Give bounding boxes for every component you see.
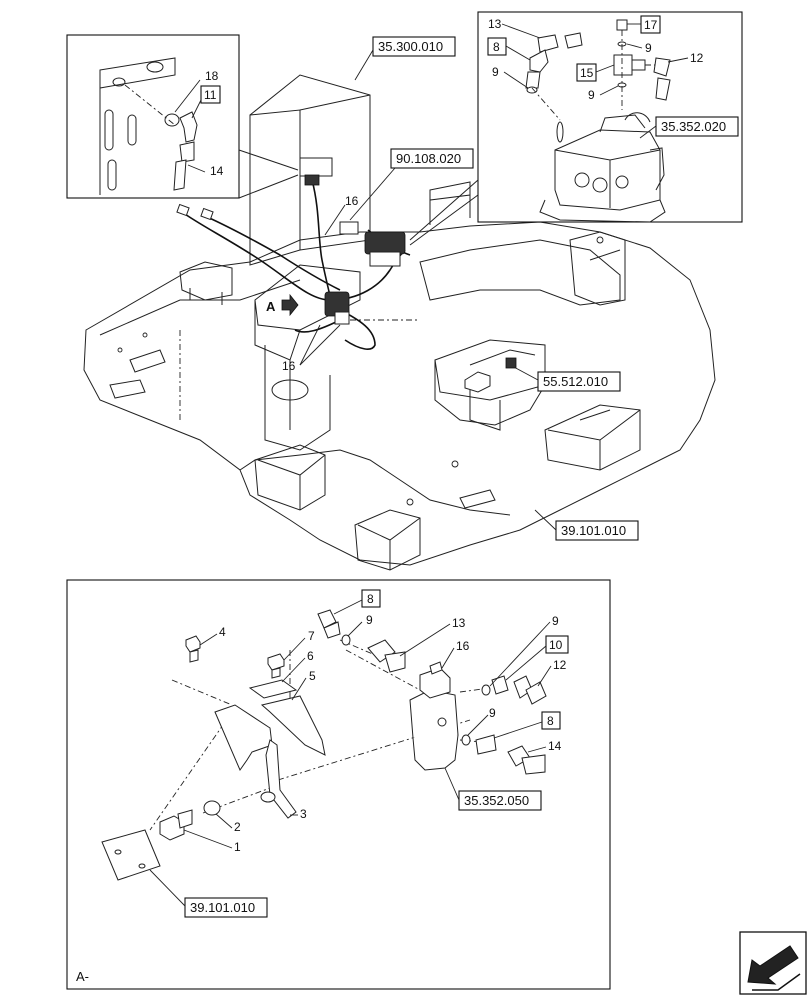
svg-text:55.512.010: 55.512.010 (543, 374, 608, 389)
svg-text:7: 7 (308, 629, 315, 643)
ref-39-101-010-detail[interactable]: 39.101.010 (184, 897, 268, 918)
navigation-arrow-icon[interactable] (739, 931, 807, 995)
o-ring-9-mid (461, 734, 471, 746)
plug-17 (616, 19, 628, 31)
svg-text:16: 16 (456, 639, 470, 653)
elbow-fitting-11 (179, 111, 198, 143)
ref-35-352-020[interactable]: 35.352.020 (655, 116, 739, 137)
svg-text:6: 6 (307, 649, 314, 663)
detail-callouts: 4 7 6 5 8 9 13 16 9 10 12 9 8 14 3 2 (183, 589, 569, 854)
svg-text:5: 5 (309, 669, 316, 683)
callout-17: 17 (644, 18, 658, 32)
view-arrow-label: A (266, 299, 276, 314)
detail-view-label: A- (76, 969, 89, 984)
callout-13: 13 (488, 17, 502, 31)
ref-90-108-020[interactable]: 90.108.020 (390, 148, 474, 169)
svg-text:39.101.010: 39.101.010 (190, 900, 255, 915)
hose-assembly (176, 174, 411, 350)
callout-15: 15 (580, 66, 594, 80)
bolt-4 (185, 635, 201, 653)
washer-2 (203, 800, 221, 816)
callout-9-b: 9 (492, 65, 499, 79)
elbow-fitting-8 (529, 49, 549, 73)
svg-text:2: 2 (234, 820, 241, 834)
inset-left: 18 11 14 (66, 34, 299, 199)
tee-fitting-15 (613, 54, 633, 76)
fitting-10 (491, 675, 509, 695)
ref-39-101-010-main[interactable]: 39.101.010 (555, 520, 639, 541)
o-ring-9-top (341, 634, 351, 646)
callout-16-bottom: 16 (282, 359, 296, 373)
view-arrow-icon (281, 293, 299, 317)
svg-text:12: 12 (553, 658, 567, 672)
bolt-7 (267, 653, 285, 671)
svg-text:9: 9 (552, 614, 559, 628)
fitting-8-top (317, 609, 337, 629)
o-ring-9-right (481, 684, 491, 696)
svg-text:35.352.020: 35.352.020 (661, 119, 726, 134)
svg-text:35.300.010: 35.300.010 (378, 39, 443, 54)
hose-end-14 (173, 159, 187, 191)
o-ring-18 (164, 113, 180, 127)
callout-11: 11 (204, 88, 217, 102)
fitting-8-mid (475, 734, 497, 755)
svg-text:39.101.010: 39.101.010 (561, 523, 626, 538)
svg-text:14: 14 (548, 739, 562, 753)
callout-14: 14 (210, 164, 224, 178)
plate-5 (260, 695, 326, 756)
callout-16-top: 16 (345, 194, 359, 208)
detail-view-frame (66, 579, 611, 990)
callout-8: 8 (493, 40, 500, 54)
machine-frame (83, 74, 716, 571)
ref-55-512-010[interactable]: 55.512.010 (537, 371, 621, 392)
washer-6 (248, 679, 298, 699)
detail-view-parts (101, 609, 547, 881)
mounting-plate (101, 829, 161, 881)
bracket-3 (214, 704, 273, 772)
svg-text:4: 4 (219, 625, 226, 639)
svg-text:9: 9 (489, 706, 496, 720)
svg-text:1: 1 (234, 840, 241, 854)
hose-13-top (537, 34, 559, 53)
svg-text:35.352.050: 35.352.050 (464, 793, 529, 808)
svg-text:8: 8 (367, 592, 374, 606)
ref-35-300-010[interactable]: 35.300.010 (372, 36, 456, 57)
ref-35-352-050[interactable]: 35.352.050 (458, 790, 542, 811)
callout-18: 18 (205, 69, 219, 83)
callout-12: 12 (690, 51, 704, 65)
svg-text:13: 13 (452, 616, 466, 630)
svg-text:9: 9 (366, 613, 373, 627)
callout-9-a: 9 (645, 41, 652, 55)
bolt-1 (159, 815, 185, 841)
svg-text:3: 3 (300, 807, 307, 821)
elbow-12 (653, 57, 671, 77)
svg-text:10: 10 (549, 638, 563, 652)
svg-text:90.108.020: 90.108.020 (396, 151, 461, 166)
inset-right: 13 17 8 9 9 15 9 12 (409, 11, 743, 246)
callout-9-c: 9 (588, 88, 595, 102)
svg-text:8: 8 (547, 714, 554, 728)
